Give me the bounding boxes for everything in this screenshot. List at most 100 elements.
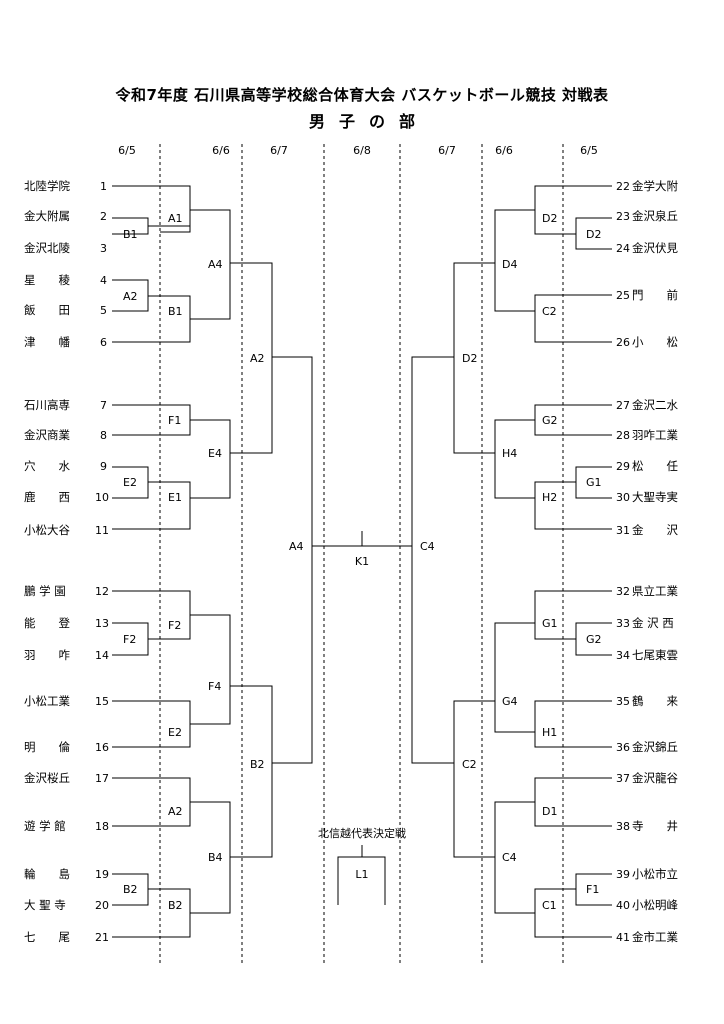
team-name: 金市工業 xyxy=(632,930,678,944)
team-name: 能 登 xyxy=(24,616,70,630)
match-label: H4 xyxy=(502,447,517,460)
team-seed: 16 xyxy=(95,741,109,754)
page-subtitle: 男子の部 xyxy=(308,112,429,131)
team-name: 金沢桜丘 xyxy=(24,771,70,785)
team-seed: 41 xyxy=(616,931,630,944)
match-label: B2 xyxy=(250,758,265,771)
match-label: C4 xyxy=(502,851,517,864)
playoff-title: 北信越代表決定戦 xyxy=(318,826,406,840)
team-seed: 40 xyxy=(616,899,630,912)
team-name: 七尾東雲 xyxy=(632,648,678,662)
bracket-line xyxy=(534,481,612,530)
date-header: 6/7 xyxy=(270,144,288,157)
bracket-line xyxy=(112,185,191,233)
team-name: 明 倫 xyxy=(24,740,70,754)
date-header: 6/8 xyxy=(353,144,371,157)
match-label: A2 xyxy=(168,805,183,818)
match-label: E2 xyxy=(168,726,182,739)
match-label: B4 xyxy=(208,851,223,864)
date-header: 6/6 xyxy=(495,144,513,157)
team-seed: 7 xyxy=(100,399,107,412)
team-name: 鶴 来 xyxy=(632,694,678,708)
match-label: H1 xyxy=(542,726,557,739)
bracket-line xyxy=(112,481,191,530)
team-seed: 31 xyxy=(616,524,630,537)
match-label: D2 xyxy=(542,212,557,225)
team-name: 遊 学 館 xyxy=(24,819,66,833)
bracket-line xyxy=(190,614,231,725)
team-seed: 38 xyxy=(616,820,630,833)
team-name: 金大附属 xyxy=(24,209,70,223)
bracket-line xyxy=(534,294,612,343)
team-seed: 12 xyxy=(95,585,109,598)
bracket-line xyxy=(230,262,273,454)
bracket-line xyxy=(230,685,273,858)
team-seed: 11 xyxy=(95,524,109,537)
team-seed: 22 xyxy=(616,180,630,193)
date-headers: 6/5 6/6 6/7 6/8 6/7 6/6 6/5 xyxy=(118,144,598,157)
team-seed: 6 xyxy=(100,336,107,349)
team-name: 門 前 xyxy=(632,288,678,302)
team-seed: 36 xyxy=(616,741,630,754)
team-name: 鹿 西 xyxy=(24,490,70,504)
team-seed: 4 xyxy=(100,274,107,287)
match-label: B2 xyxy=(123,883,138,896)
left-match-labels: A1 B1 A2 B1 A4 A2 F1 E2 E1 E4 A4 F2 F2 E… xyxy=(123,212,304,912)
playoff-bracket xyxy=(337,845,386,905)
team-seed: 1 xyxy=(100,180,107,193)
team-name: 北陸学院 xyxy=(24,179,70,193)
team-name: 金 沢 西 xyxy=(632,616,674,630)
team-name: 金沢北陵 xyxy=(24,241,70,255)
team-seed: 13 xyxy=(95,617,109,630)
bracket-line xyxy=(453,262,495,454)
date-header: 6/7 xyxy=(438,144,456,157)
team-name: 小松明峰 xyxy=(632,898,678,912)
match-label: H2 xyxy=(542,491,557,504)
team-name: 羽咋工業 xyxy=(632,428,678,442)
team-seed: 25 xyxy=(616,289,630,302)
page-title: 令和7年度 石川県高等学校総合体育大会 バスケットボール競技 対戦表 xyxy=(115,86,609,104)
team-name: 小松大谷 xyxy=(24,523,70,537)
bracket-line xyxy=(112,700,191,748)
team-seed: 17 xyxy=(95,772,109,785)
final-match-label: K1 xyxy=(355,555,369,568)
team-seed: 30 xyxy=(616,491,630,504)
team-name: 輪 島 xyxy=(24,867,70,881)
match-label: D4 xyxy=(502,258,517,271)
team-seed: 9 xyxy=(100,460,107,473)
bracket-line xyxy=(534,777,612,827)
bracket-line xyxy=(534,590,612,640)
team-name: 星 稜 xyxy=(24,273,70,287)
bracket-line xyxy=(190,209,231,320)
match-label: B2 xyxy=(168,899,183,912)
team-seed: 2 xyxy=(100,210,107,223)
match-label: B1 xyxy=(123,228,138,241)
bracket-line xyxy=(534,185,612,235)
match-label: F4 xyxy=(208,680,221,693)
team-seed: 8 xyxy=(100,429,107,442)
match-label: A2 xyxy=(123,290,138,303)
bracket-line xyxy=(190,801,231,914)
team-seed: 19 xyxy=(95,868,109,881)
team-name: 金沢泉丘 xyxy=(632,209,678,223)
team-seed: 10 xyxy=(95,491,109,504)
right-bracket-lines xyxy=(411,185,612,938)
match-label: G2 xyxy=(542,414,558,427)
match-label: G1 xyxy=(542,617,558,630)
bracket-line xyxy=(453,700,495,858)
bracket-line xyxy=(494,801,535,914)
team-seed: 14 xyxy=(95,649,109,662)
match-label: C4 xyxy=(420,540,435,553)
match-label: F1 xyxy=(168,414,181,427)
team-seed: 26 xyxy=(616,336,630,349)
match-label: C1 xyxy=(542,899,557,912)
team-name: 松 任 xyxy=(632,459,678,473)
team-name: 県立工業 xyxy=(632,584,678,598)
date-header: 6/5 xyxy=(118,144,136,157)
team-name: 金沢龍谷 xyxy=(632,771,678,785)
date-header: 6/5 xyxy=(580,144,598,157)
match-label: B1 xyxy=(168,305,183,318)
